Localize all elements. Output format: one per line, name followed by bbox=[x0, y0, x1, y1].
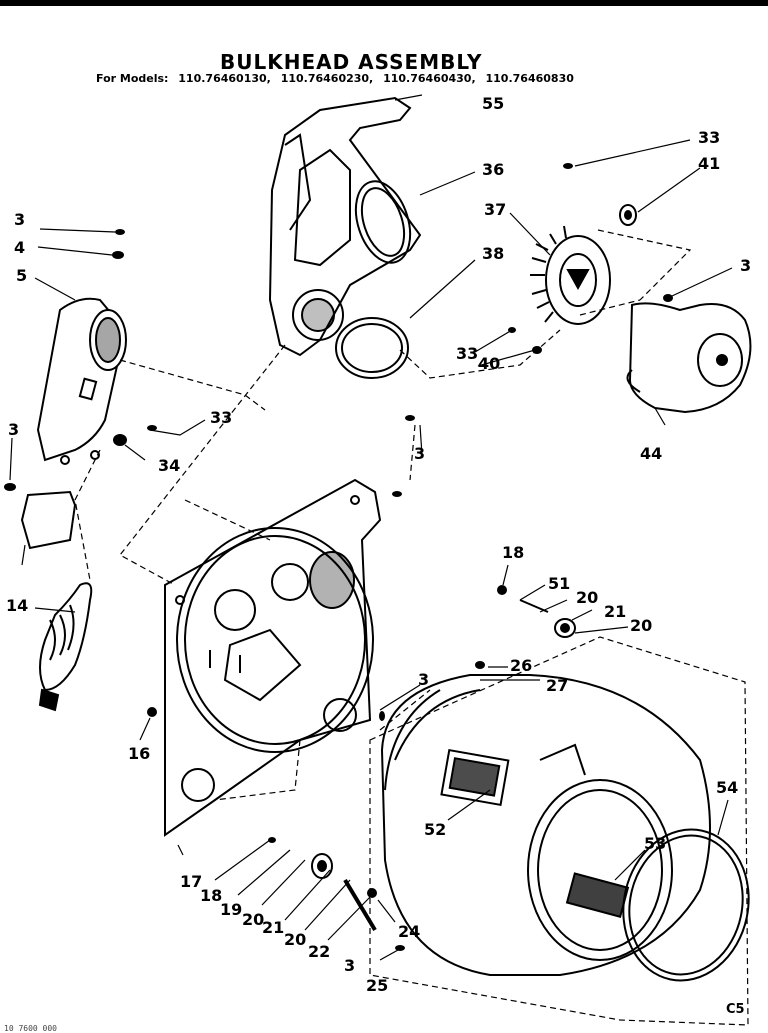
lint-duct-icon bbox=[36, 297, 127, 465]
callout-20: 20 bbox=[630, 616, 653, 635]
blower-housing-icon bbox=[626, 302, 752, 414]
callout-52: 52 bbox=[424, 820, 447, 839]
callout-53: 53 bbox=[644, 834, 667, 853]
callout-44: 44 bbox=[640, 444, 663, 463]
callout-3: 3 bbox=[344, 956, 356, 975]
callout-5: 5 bbox=[16, 266, 28, 285]
model-number: 110.76460230, bbox=[280, 72, 374, 85]
footer-code: 10 7600 000 bbox=[4, 1024, 57, 1033]
assembly-lines bbox=[74, 229, 749, 1026]
callout-33: 33 bbox=[210, 408, 233, 427]
callout-26: 26 bbox=[510, 656, 533, 675]
callout-17: 17 bbox=[180, 872, 203, 891]
callout-20: 20 bbox=[576, 588, 599, 607]
models-label: For Models: bbox=[96, 72, 169, 85]
callout-33: 33 bbox=[698, 128, 721, 147]
upper-duct-icon bbox=[268, 96, 422, 357]
callout-25: 25 bbox=[366, 976, 389, 995]
model-number: 110.76460130, bbox=[178, 72, 271, 85]
callout-20: 20 bbox=[242, 910, 265, 929]
washer-41-icon bbox=[619, 204, 637, 226]
roller-icon bbox=[554, 618, 576, 638]
callout-18: 18 bbox=[200, 886, 223, 905]
drum-icon bbox=[380, 674, 711, 976]
callout-33: 33 bbox=[456, 344, 479, 363]
callout-21: 21 bbox=[262, 918, 285, 937]
callout-19: 19 bbox=[220, 900, 243, 919]
callout-3: 3 bbox=[14, 210, 26, 229]
wire-harness-icon bbox=[38, 582, 93, 712]
callout-38: 38 bbox=[482, 244, 505, 263]
models-line: For Models: 110.76460130, 110.76460230, … bbox=[96, 72, 580, 85]
callout-24: 24 bbox=[398, 922, 421, 941]
callout-21: 21 bbox=[604, 602, 627, 621]
blower-wheel-icon bbox=[530, 225, 611, 325]
drum-seal-54-icon bbox=[622, 828, 750, 982]
callout-3: 3 bbox=[740, 256, 752, 275]
callout-3: 3 bbox=[418, 670, 430, 689]
gasket-36-icon bbox=[354, 180, 412, 264]
callout-54: 54 bbox=[716, 778, 739, 797]
bracket-icon bbox=[20, 490, 77, 550]
top-border bbox=[0, 0, 768, 6]
callout-36: 36 bbox=[482, 160, 505, 179]
callout-3: 3 bbox=[414, 444, 426, 463]
callout-55: 55 bbox=[482, 94, 505, 113]
seal-38-icon bbox=[335, 317, 409, 379]
callout-22: 22 bbox=[308, 942, 331, 961]
callout-16: 16 bbox=[128, 744, 151, 763]
page-title: BULKHEAD ASSEMBLY bbox=[220, 50, 483, 74]
callout-3: 3 bbox=[8, 420, 20, 439]
callout-27: 27 bbox=[546, 676, 569, 695]
callout-14: 14 bbox=[6, 596, 29, 615]
page-code: C5 bbox=[726, 1002, 745, 1017]
callout-18: 18 bbox=[502, 543, 525, 562]
callout-37: 37 bbox=[484, 200, 507, 219]
callout-20: 20 bbox=[284, 930, 307, 949]
model-number: 110.76460830 bbox=[485, 72, 574, 85]
callout-34: 34 bbox=[158, 456, 181, 475]
leader-lines bbox=[9, 94, 733, 961]
bulkhead-panel-icon bbox=[164, 478, 382, 837]
model-number: 110.76460430, bbox=[383, 72, 476, 85]
callout-4: 4 bbox=[14, 238, 26, 257]
callout-41: 41 bbox=[698, 154, 721, 173]
callout-51: 51 bbox=[548, 574, 571, 593]
callout-40: 40 bbox=[478, 354, 501, 373]
